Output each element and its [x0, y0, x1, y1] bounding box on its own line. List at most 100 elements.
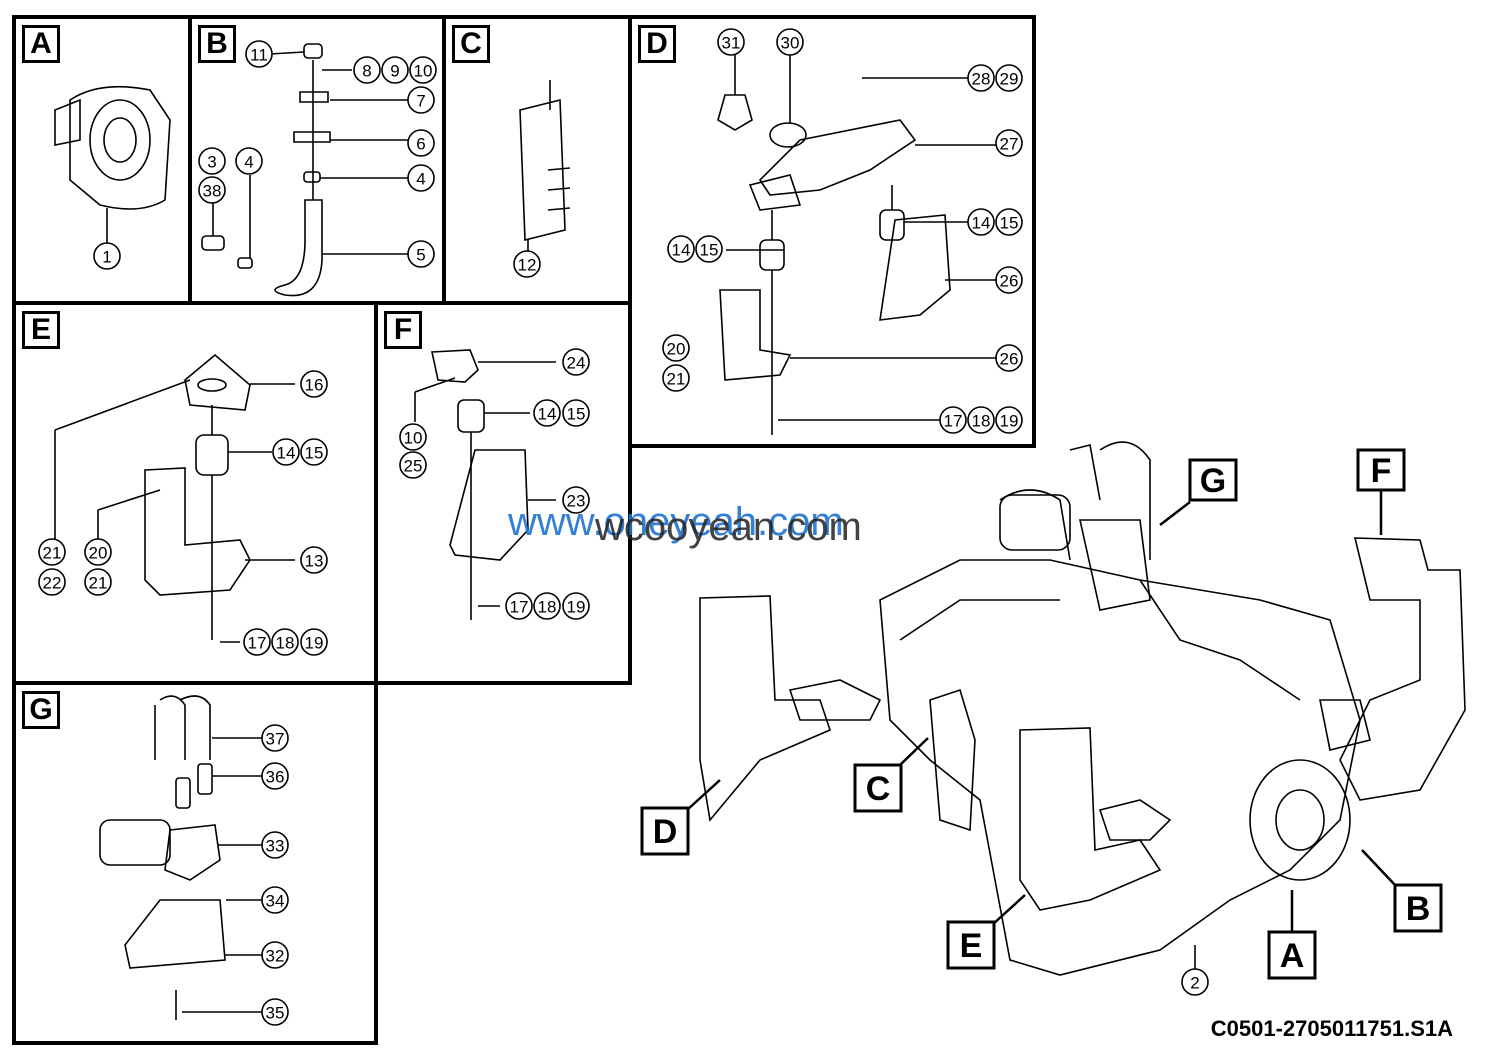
- callout-b-3: 10: [409, 56, 437, 84]
- callout-b-5-number: 6: [416, 135, 425, 154]
- callout-f-7-circle: [533, 592, 561, 620]
- callout-e-0: 16: [300, 370, 328, 398]
- callout-g-1: 36: [261, 762, 289, 790]
- callout-overview-2-number: 2: [1190, 974, 1199, 993]
- mount-f: [414, 349, 556, 620]
- callout-d-9-circle: [995, 266, 1023, 294]
- callout-b-7-number: 38: [203, 182, 222, 201]
- callout-b-2-circle: [381, 56, 409, 84]
- callout-e-0-circle: [300, 370, 328, 398]
- callout-f-4-circle: [562, 399, 590, 427]
- callout-g-3: 34: [261, 886, 289, 914]
- callout-e-7-number: 13: [305, 552, 324, 571]
- callout-b-8-circle: [235, 147, 263, 175]
- callout-e-8-number: 17: [248, 634, 267, 653]
- callout-d-2: 28: [967, 64, 995, 92]
- callout-f-3: 14: [533, 399, 561, 427]
- callout-f-8-circle: [562, 592, 590, 620]
- pipe-assembly: [201, 43, 408, 297]
- callout-d-11-number: 21: [667, 370, 686, 389]
- callout-d-4: 27: [995, 129, 1023, 157]
- callout-f-4-number: 15: [567, 405, 586, 424]
- callout-d-3: 29: [995, 64, 1023, 92]
- callout-b-1: 8: [353, 56, 381, 84]
- drawing-code: C0501-2705011751.S1A: [1210, 1016, 1453, 1041]
- callout-e-3-number: 21: [43, 544, 62, 563]
- callout-g-0: 37: [261, 724, 289, 752]
- callout-f-2-circle: [399, 451, 427, 479]
- callout-b-9-number: 4: [416, 170, 425, 189]
- panel-label-g: G: [22, 691, 60, 729]
- callout-f-2-number: 25: [404, 457, 423, 476]
- callout-d-2-circle: [967, 64, 995, 92]
- callout-d-0-number: 31: [722, 34, 741, 53]
- callout-e-9: 18: [271, 628, 299, 656]
- overview-label-g: G: [1200, 462, 1226, 500]
- callout-e-10-number: 19: [305, 634, 324, 653]
- callout-d-8: 15: [695, 235, 723, 263]
- callout-b-6-number: 3: [207, 153, 216, 172]
- callout-e-9-number: 18: [276, 634, 295, 653]
- callout-d-1-number: 30: [781, 34, 800, 53]
- callout-f-0-circle: [562, 348, 590, 376]
- callout-d-10-number: 20: [667, 340, 686, 359]
- callout-d-6: 15: [995, 208, 1023, 236]
- callout-f-5: 23: [562, 486, 590, 514]
- callout-c-0: 12: [513, 250, 541, 278]
- callout-b-10: 5: [407, 240, 435, 268]
- callout-f-1-number: 10: [404, 429, 423, 448]
- callout-e-4: 22: [38, 568, 66, 596]
- bracket-part: [519, 80, 571, 255]
- callout-d-4-circle: [995, 129, 1023, 157]
- overview-label-f: F: [1371, 452, 1392, 490]
- callout-d-11-circle: [662, 364, 690, 392]
- callout-f-5-number: 23: [567, 492, 586, 511]
- callout-d-15-circle: [995, 406, 1023, 434]
- callout-f-0: 24: [562, 348, 590, 376]
- callout-b-6-circle: [198, 147, 226, 175]
- callout-d-8-number: 15: [700, 241, 719, 260]
- callout-d-3-number: 29: [1000, 70, 1019, 89]
- callout-g-0-number: 37: [266, 730, 285, 749]
- callout-d-6-number: 15: [1000, 214, 1019, 233]
- callout-b-5-circle: [407, 129, 435, 157]
- callout-e-10-circle: [300, 628, 328, 656]
- callout-e-5: 20: [84, 538, 112, 566]
- callout-b-2: 9: [381, 56, 409, 84]
- callout-a-0-number: 1: [102, 248, 111, 267]
- callout-e-4-circle: [38, 568, 66, 596]
- callout-b-1-circle: [353, 56, 381, 84]
- callout-b-2-number: 9: [390, 62, 399, 81]
- callout-overview-2: 2: [1181, 968, 1209, 996]
- callout-f-5-circle: [562, 486, 590, 514]
- callout-d-0-circle: [717, 28, 745, 56]
- panel-d: D: [628, 15, 1036, 448]
- callout-g-4-circle: [261, 941, 289, 969]
- callout-e-8: 17: [243, 628, 271, 656]
- callout-a-0-circle: [93, 242, 121, 270]
- overview-label-d: D: [653, 813, 678, 851]
- callout-d-1-circle: [776, 28, 804, 56]
- callout-e-0-number: 16: [305, 376, 324, 395]
- callout-a-0: 1: [93, 242, 121, 270]
- watermark-secondary: wcooyean.com: [595, 505, 862, 549]
- callout-g-5-circle: [261, 998, 289, 1026]
- transmission-overview: [699, 441, 1466, 976]
- callout-f-7: 18: [533, 592, 561, 620]
- callout-d-5-circle: [967, 208, 995, 236]
- callout-b-4-number: 7: [416, 92, 425, 111]
- callout-d-7-circle: [667, 235, 695, 263]
- callout-e-10: 19: [300, 628, 328, 656]
- callout-g-0-circle: [261, 724, 289, 752]
- callout-f-6: 17: [505, 592, 533, 620]
- callout-b-0: 11: [245, 40, 273, 68]
- overview-label-e: E: [960, 927, 983, 965]
- callout-g-5: 35: [261, 998, 289, 1026]
- callout-d-2-number: 28: [972, 70, 991, 89]
- callout-d-0: 31: [717, 28, 745, 56]
- callout-d-13-circle: [939, 406, 967, 434]
- callout-d-5: 14: [967, 208, 995, 236]
- callout-d-14: 18: [967, 406, 995, 434]
- callout-c-0-circle: [513, 250, 541, 278]
